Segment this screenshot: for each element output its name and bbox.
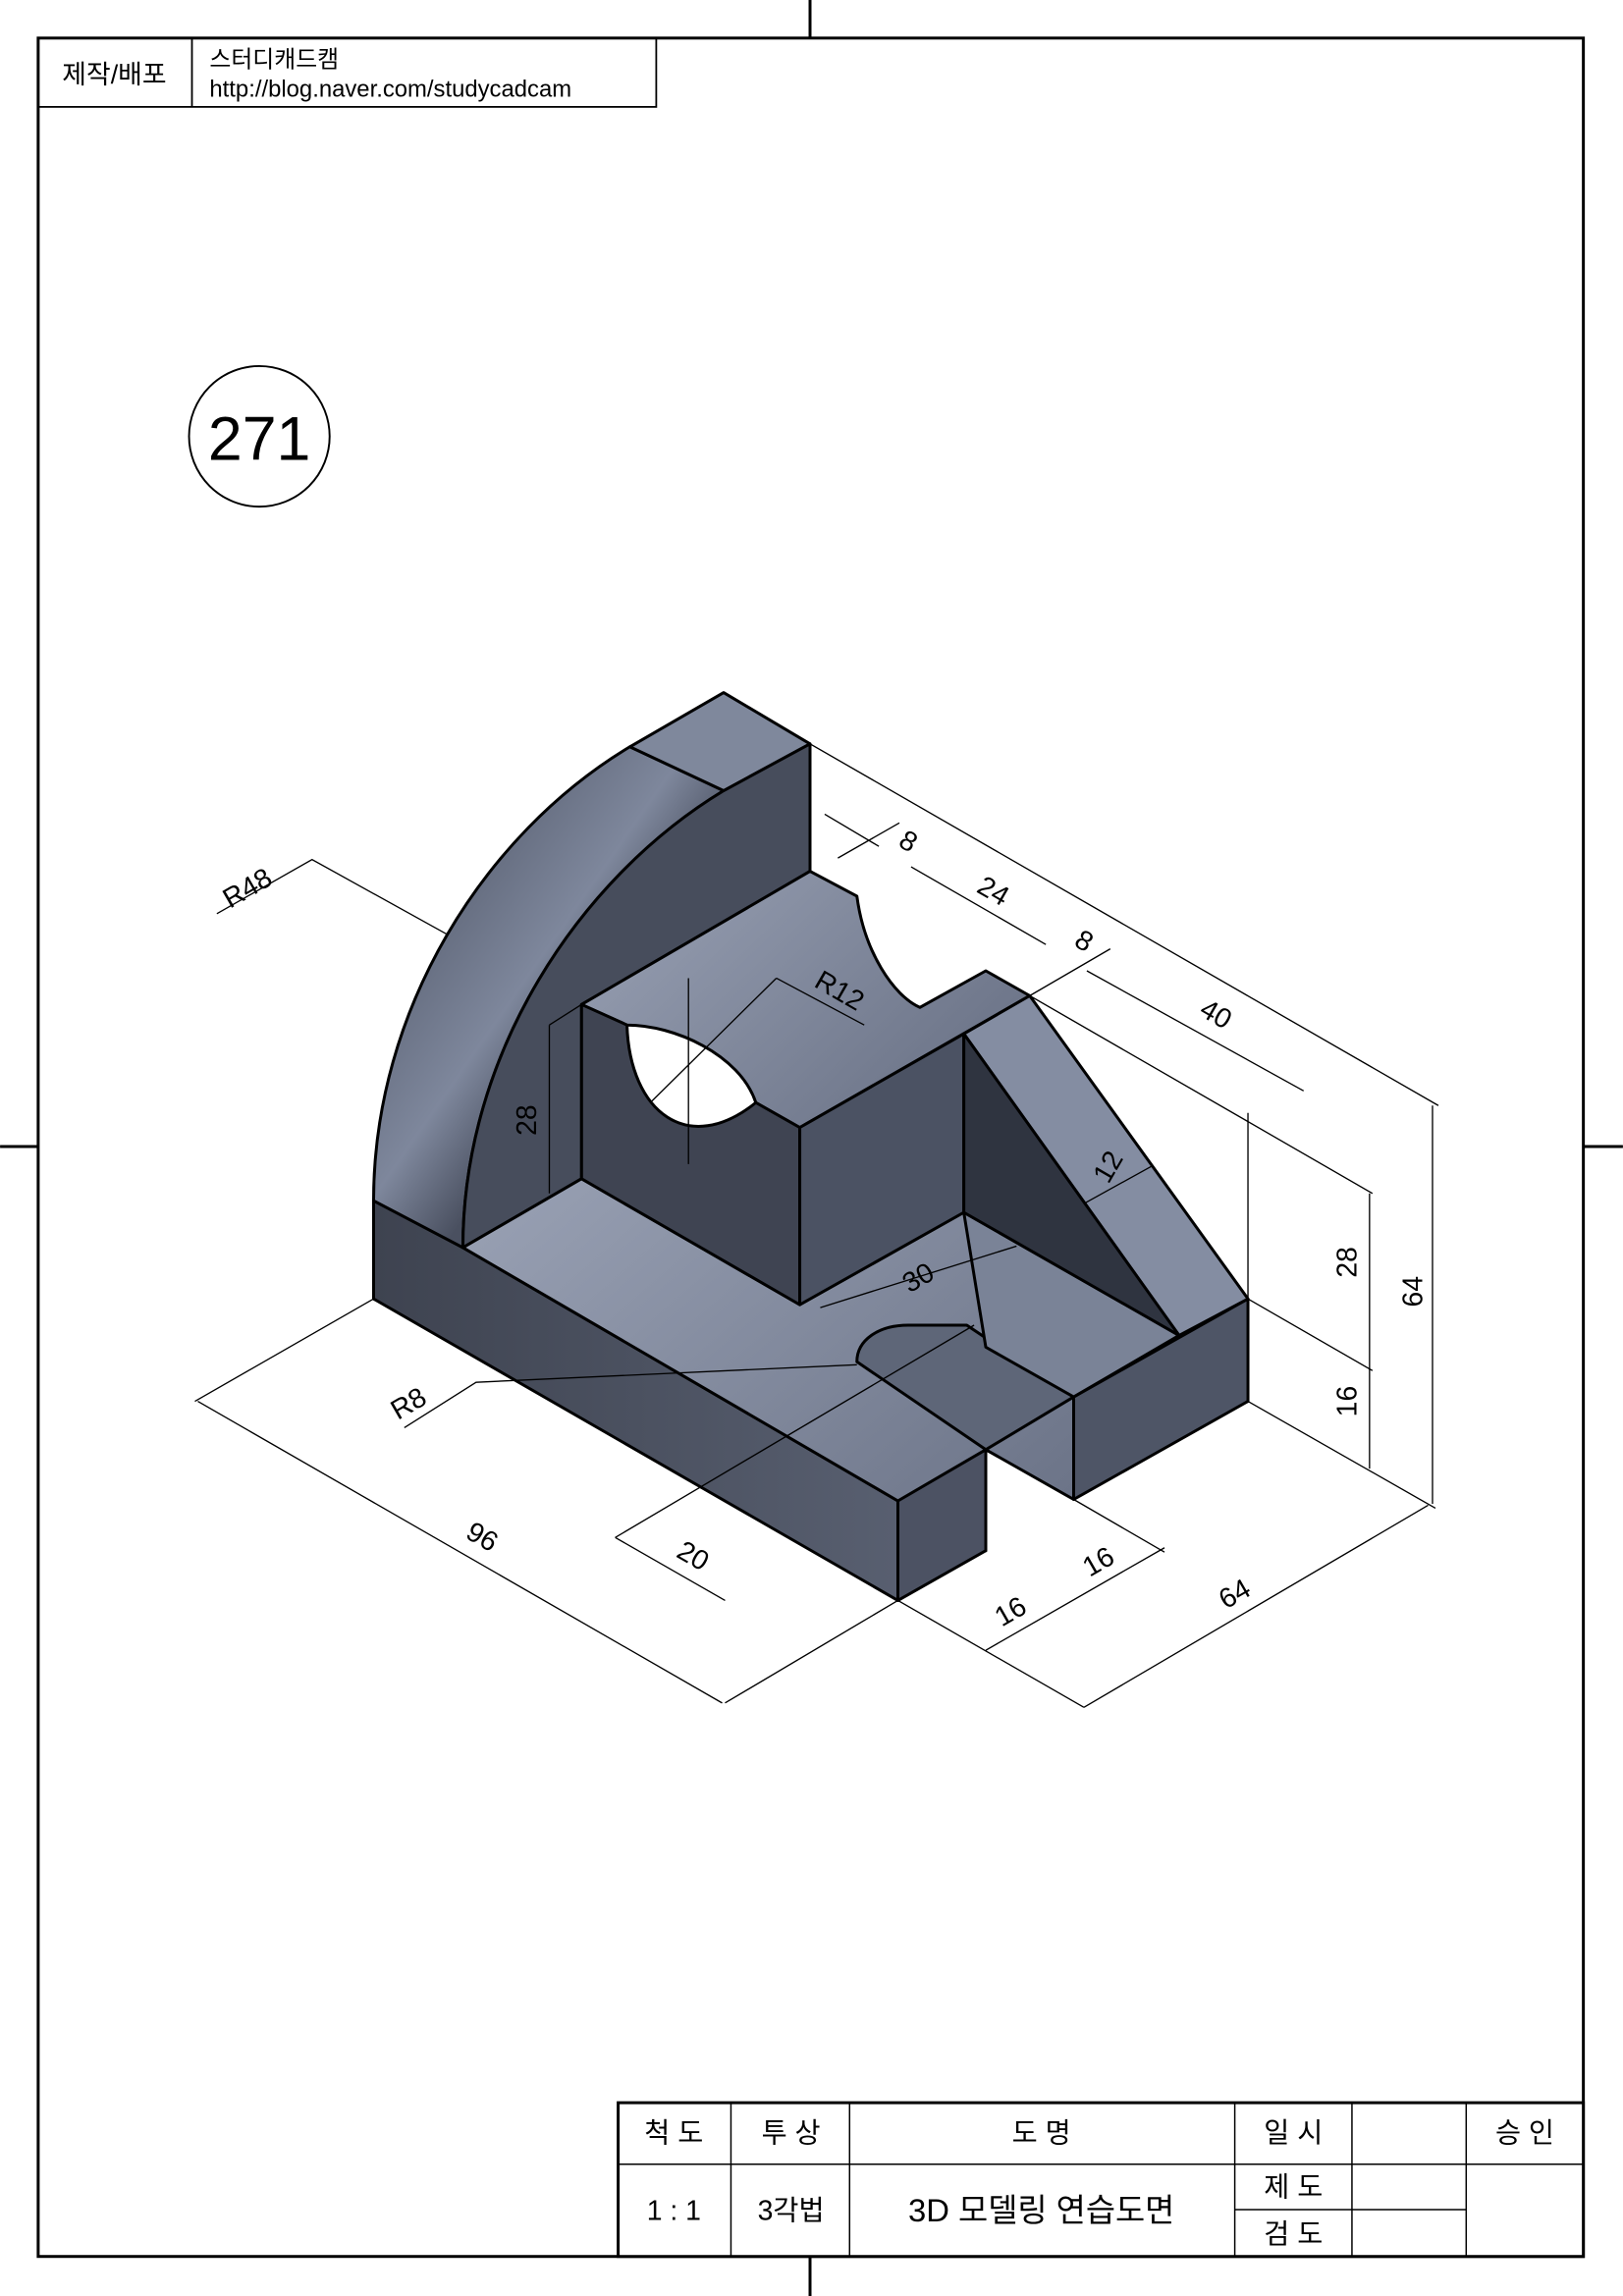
date-label: 일 시 xyxy=(1264,2117,1323,2149)
dim-r8: R8 xyxy=(386,1381,432,1426)
notch-face xyxy=(896,1448,988,1602)
approve-label: 승 인 xyxy=(1495,2117,1554,2149)
author-label: 제작/배포 xyxy=(62,60,166,89)
dim-28-left: 28 xyxy=(512,1104,543,1136)
drawing-number: 271 xyxy=(208,404,311,473)
dim-40: 40 xyxy=(1195,993,1237,1036)
author-url[interactable]: http://blog.naver.com/studycadcam xyxy=(209,76,571,102)
checked-label: 검 도 xyxy=(1264,2218,1323,2250)
isometric-model xyxy=(371,691,1250,1602)
dim-64-height: 64 xyxy=(1398,1276,1430,1308)
author-box: 제작/배포 스터디캐드캠 http://blog.naver.com/study… xyxy=(36,36,658,108)
dimension-lines xyxy=(194,743,1439,1708)
scale-label: 척 도 xyxy=(644,2117,703,2149)
drawing-name: 3D 모델링 연습도면 xyxy=(908,2192,1174,2228)
dim-24: 24 xyxy=(972,870,1014,912)
dim-28-right: 28 xyxy=(1331,1247,1363,1278)
dim-8a: 8 xyxy=(893,825,923,860)
dim-64-depth: 64 xyxy=(1214,1573,1256,1615)
name-label: 도 명 xyxy=(1012,2117,1071,2149)
scale-value: 1 : 1 xyxy=(647,2195,701,2226)
drawing-number-badge: 271 xyxy=(188,364,331,508)
dim-r48: R48 xyxy=(218,862,278,915)
dim-20: 20 xyxy=(672,1535,714,1577)
drafted-label: 제 도 xyxy=(1264,2172,1323,2204)
dim-8b: 8 xyxy=(1069,924,1099,959)
dim-16-height: 16 xyxy=(1331,1386,1363,1417)
dim-96: 96 xyxy=(460,1516,503,1558)
rib-side-face xyxy=(962,1032,1181,1337)
author-name: 스터디캐드캠 xyxy=(209,47,339,74)
projection-label: 투 상 xyxy=(762,2117,821,2149)
title-block: 척 도 투 상 도 명 일 시 승 인 1 : 1 3각법 3D 모델링 연습도… xyxy=(617,2101,1586,2259)
projection-value: 3각법 xyxy=(758,2195,825,2226)
saddle-front-face xyxy=(579,1002,802,1307)
